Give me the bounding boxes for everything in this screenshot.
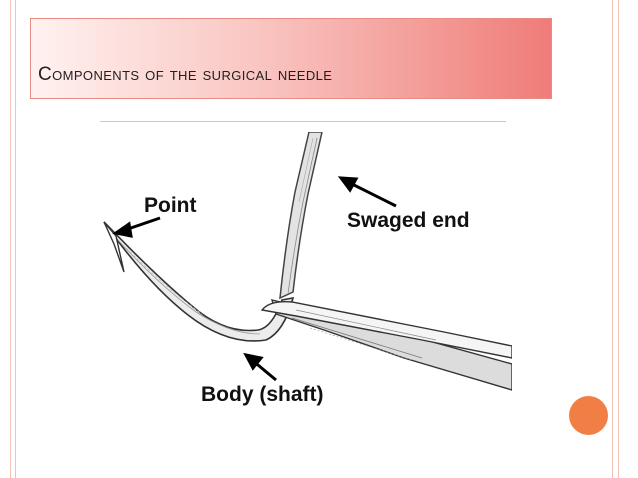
- left-frame-line-outer: [10, 0, 11, 478]
- right-frame-line-outer: [618, 0, 619, 478]
- slide-title: Components of the surgical needle: [38, 64, 333, 85]
- needle-body-shape: [103, 221, 295, 342]
- surgical-needle-illustration: [103, 132, 512, 391]
- title-banner: Components of the surgical needle: [30, 18, 552, 99]
- left-frame-line-inner: [15, 0, 16, 478]
- needle-point-shape: [103, 221, 125, 273]
- label-swaged-end: Swaged end: [347, 209, 470, 232]
- arrow-to-body: [243, 352, 277, 382]
- swaged-end-shape: [279, 132, 323, 300]
- title-divider: [100, 121, 506, 122]
- arrow-to-point: [112, 216, 161, 238]
- right-frame-line-inner: [612, 0, 613, 478]
- label-point: Point: [144, 194, 197, 217]
- label-body-shaft: Body (shaft): [201, 383, 324, 406]
- decorative-circle-icon: [569, 396, 608, 435]
- arrow-to-swaged-end: [337, 176, 397, 208]
